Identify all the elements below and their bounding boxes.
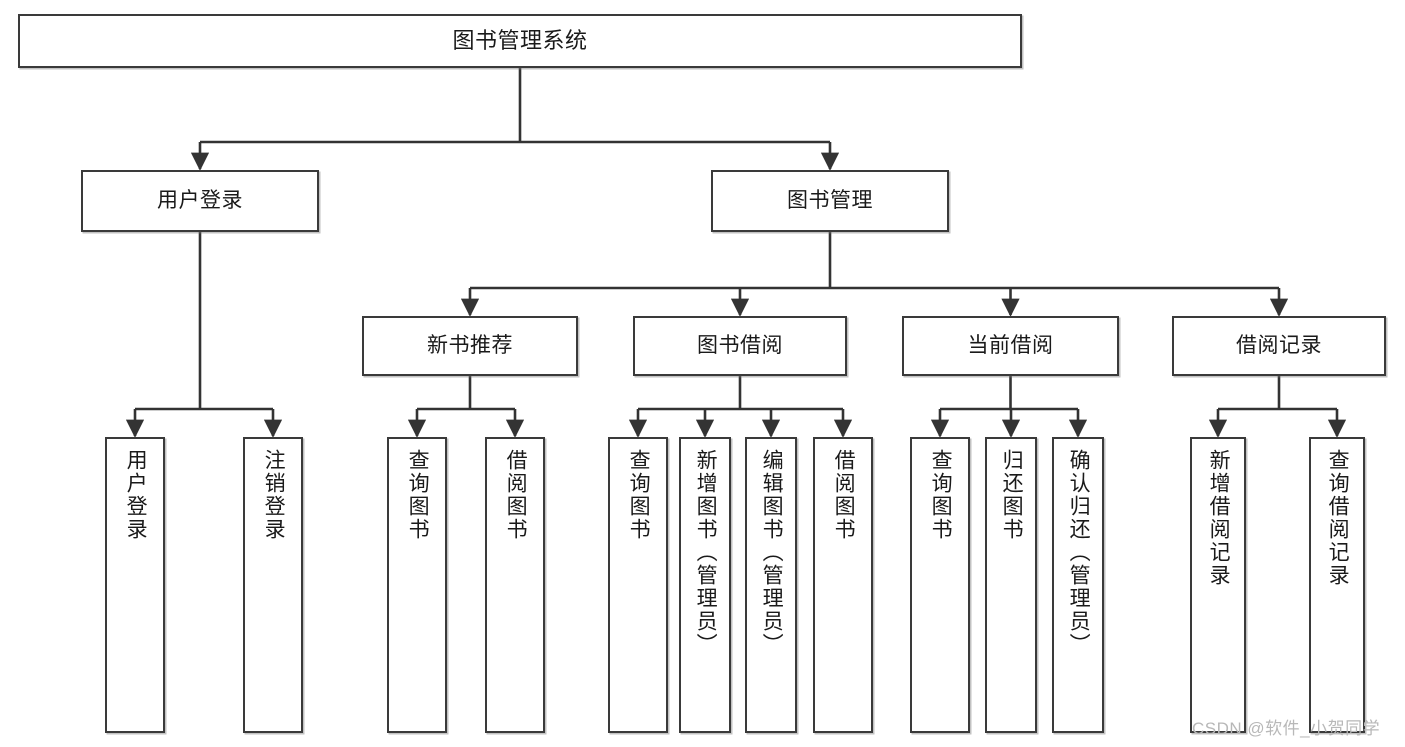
node-label: 新增图书（管理员） <box>694 449 718 656</box>
node-leaf-query-books-current[interactable]: 查询图书 <box>910 437 970 733</box>
node-label: 借阅图书 <box>832 449 856 541</box>
node-leaf-borrow-book[interactable]: 借阅图书 <box>813 437 873 733</box>
node-leaf-user-login[interactable]: 用户登录 <box>105 437 165 733</box>
node-borrow-records[interactable]: 借阅记录 <box>1172 316 1386 376</box>
node-root[interactable]: 图书管理系统 <box>18 14 1022 68</box>
node-label: 借阅记录 <box>1236 333 1322 357</box>
node-leaf-logout[interactable]: 注销登录 <box>243 437 303 733</box>
node-label: 图书借阅 <box>697 333 783 357</box>
node-leaf-query-books-borrow[interactable]: 查询图书 <box>608 437 668 733</box>
node-book-borrow[interactable]: 图书借阅 <box>633 316 847 376</box>
node-label: 归还图书 <box>1000 449 1024 541</box>
node-label: 新增借阅记录 <box>1207 449 1231 587</box>
node-leaf-return-book[interactable]: 归还图书 <box>985 437 1037 733</box>
node-leaf-add-borrow-record[interactable]: 新增借阅记录 <box>1190 437 1246 733</box>
node-label: 用户登录 <box>157 188 243 212</box>
node-leaf-query-books-recommend[interactable]: 查询图书 <box>387 437 447 733</box>
node-leaf-query-borrow-record[interactable]: 查询借阅记录 <box>1309 437 1365 733</box>
node-leaf-add-book-admin[interactable]: 新增图书（管理员） <box>679 437 731 733</box>
node-label: 用户登录 <box>124 449 148 541</box>
node-new-book-recommend[interactable]: 新书推荐 <box>362 316 578 376</box>
node-label: 编辑图书（管理员） <box>760 449 784 656</box>
node-label: 新书推荐 <box>427 333 513 357</box>
node-leaf-edit-book-admin[interactable]: 编辑图书（管理员） <box>745 437 797 733</box>
node-user-login[interactable]: 用户登录 <box>81 170 319 232</box>
node-leaf-confirm-return-admin[interactable]: 确认归还（管理员） <box>1052 437 1104 733</box>
node-current-borrow[interactable]: 当前借阅 <box>902 316 1119 376</box>
node-leaf-borrow-books-recommend[interactable]: 借阅图书 <box>485 437 545 733</box>
node-label: 注销登录 <box>262 449 286 541</box>
node-label: 图书管理 <box>787 188 873 212</box>
node-label: 当前借阅 <box>967 333 1054 357</box>
watermark-text: CSDN @软件_小贺同学 <box>1192 719 1381 738</box>
node-label: 查询借阅记录 <box>1326 449 1350 587</box>
node-label: 借阅图书 <box>504 449 528 541</box>
node-label: 查询图书 <box>627 449 651 541</box>
node-label: 查询图书 <box>406 449 430 541</box>
node-label: 图书管理系统 <box>452 28 588 54</box>
node-label: 确认归还（管理员） <box>1067 449 1091 656</box>
node-book-management[interactable]: 图书管理 <box>711 170 949 232</box>
node-label: 查询图书 <box>929 449 953 541</box>
